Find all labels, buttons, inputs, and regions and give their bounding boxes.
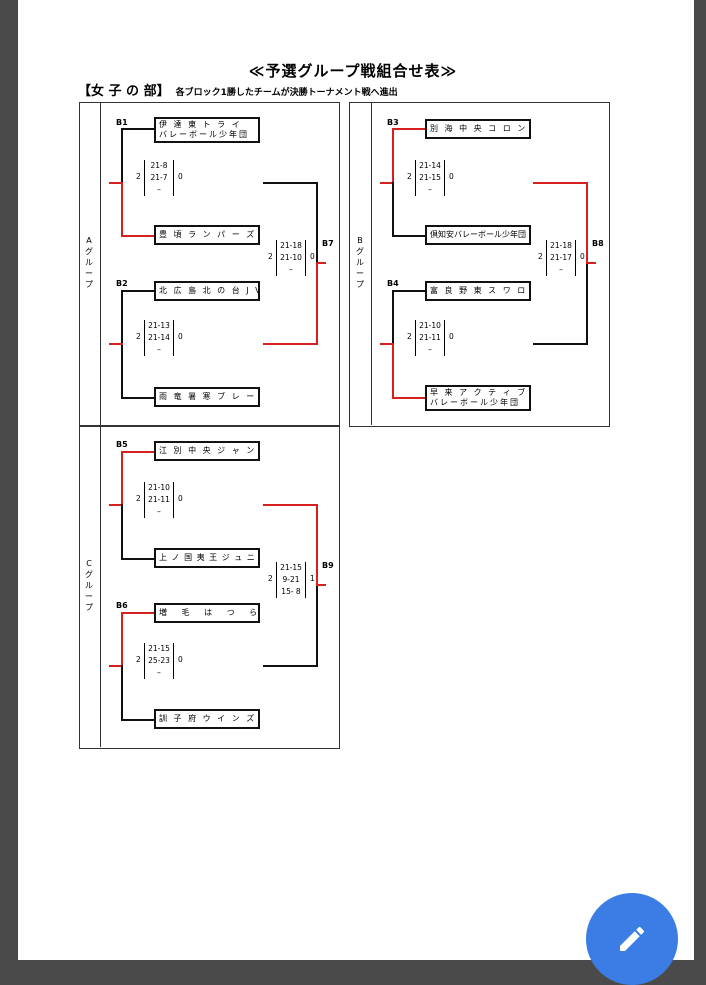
set-score: – — [157, 345, 161, 354]
advance-note: 各ブロック1勝したチームが決勝トーナメント戦へ進出 — [175, 88, 398, 98]
block-id: B4 — [387, 279, 399, 288]
block-id: B3 — [387, 118, 399, 127]
group-c-panel — [79, 425, 340, 749]
team-b1-bottom: 豊 頃 ラ ン パ ー ズ — [154, 225, 260, 245]
sets-won-left: 2 — [136, 172, 141, 181]
sets-won-right: 0 — [178, 655, 183, 664]
set-score: 21-14 — [148, 333, 170, 342]
sets-won-right: 0 — [310, 252, 315, 261]
set-score: – — [428, 185, 432, 194]
sets-won-right: 0 — [449, 332, 454, 341]
sets-won-left: 2 — [136, 655, 141, 664]
sets-won-right: 0 — [178, 172, 183, 181]
set-score: – — [289, 265, 293, 274]
block-id: B8 — [592, 239, 604, 248]
sets-won-left: 2 — [136, 494, 141, 503]
sets-won-left: 2 — [407, 172, 412, 181]
group-b-label: Bグループ — [356, 236, 364, 289]
group-a-divider — [100, 102, 101, 425]
team-b2-bottom: 雨 竜 暑 寒 ブ レ ー ズ — [154, 387, 260, 407]
set-score: 21-13 — [148, 321, 170, 330]
set-score: 21-11 — [148, 495, 170, 504]
pencil-icon — [620, 926, 645, 951]
team-b3-bottom: 倶知安バレーボール少年団 — [425, 225, 531, 245]
block-id: B6 — [116, 601, 128, 610]
edit-button[interactable] — [586, 893, 678, 985]
set-score: 21-11 — [419, 333, 441, 342]
set-score: 21-18 — [550, 241, 572, 250]
sets-won-right: 1 — [310, 574, 315, 583]
sets-won-right: 0 — [580, 252, 585, 261]
block-id: B1 — [116, 118, 128, 127]
set-score: 21-10 — [280, 253, 302, 262]
set-score: 21-10 — [148, 483, 170, 492]
sets-won-left: 2 — [538, 252, 543, 261]
set-score: – — [428, 345, 432, 354]
division-heading: 【女 子 の 部】各ブロック1勝したチームが決勝トーナメント戦へ進出 — [78, 80, 398, 99]
team-b5-bottom: 上 ノ 国 夷 王 ジ ュ ニ ア — [154, 548, 260, 568]
group-c-label: Cグループ — [85, 559, 93, 612]
set-score: – — [157, 668, 161, 677]
page-title: ≪予選グループ戦組合せ表≫ — [248, 62, 458, 80]
sets-won-left: 2 — [268, 252, 273, 261]
sets-won-right: 0 — [178, 494, 183, 503]
set-score: 21-17 — [550, 253, 572, 262]
block-id: B9 — [322, 561, 334, 570]
sets-won-left: 2 — [407, 332, 412, 341]
group-b-divider — [371, 102, 372, 425]
set-score: 21-18 — [280, 241, 302, 250]
sets-won-left: 2 — [136, 332, 141, 341]
team-b2-top: 北 広 島 北 の 台 J V C — [154, 281, 260, 301]
set-score: 21-14 — [419, 161, 441, 170]
team-b1-top: 伊 達 東 ト ラ イ バレーボール少年団 — [154, 117, 260, 143]
team-b4-bottom: 早 来 ア ク テ ィ ブ バレーボール少年団 — [425, 385, 531, 411]
set-score: 15- 8 — [281, 587, 301, 596]
team-b6-top: 増 毛 は つ ら つ — [154, 603, 260, 623]
set-score: 21-15 — [148, 644, 170, 653]
set-score: 21-7 — [150, 173, 168, 182]
set-score: 21-15 — [419, 173, 441, 182]
block-id: B5 — [116, 440, 128, 449]
set-score: – — [559, 265, 563, 274]
group-a-panel — [79, 102, 340, 427]
group-c-divider — [100, 425, 101, 747]
set-score: 21-10 — [419, 321, 441, 330]
group-a-label: Aグループ — [85, 236, 93, 289]
team-b6-bottom: 訓 子 府 ウ イ ン ズ — [154, 709, 260, 729]
set-score: – — [157, 185, 161, 194]
set-score: 21-8 — [150, 161, 168, 170]
sets-won-right: 0 — [449, 172, 454, 181]
sets-won-left: 2 — [268, 574, 273, 583]
team-b5-top: 江 別 中 央 ジ ャ ン プ — [154, 441, 260, 461]
block-id: B2 — [116, 279, 128, 288]
block-id: B7 — [322, 239, 334, 248]
document-page — [18, 0, 694, 960]
set-score: – — [157, 507, 161, 516]
set-score: 9-21 — [282, 575, 300, 584]
group-b-panel — [349, 102, 610, 427]
division-label: 【女 子 の 部】 — [78, 84, 170, 99]
sets-won-right: 0 — [178, 332, 183, 341]
set-score: 21-15 — [280, 563, 302, 572]
set-score: 25-23 — [148, 656, 170, 665]
team-b4-top: 富 良 野 東 ス ワ ロ ー ズ — [425, 281, 531, 301]
team-b3-top: 別 海 中 央 コ ロ ン プ ス — [425, 119, 531, 139]
